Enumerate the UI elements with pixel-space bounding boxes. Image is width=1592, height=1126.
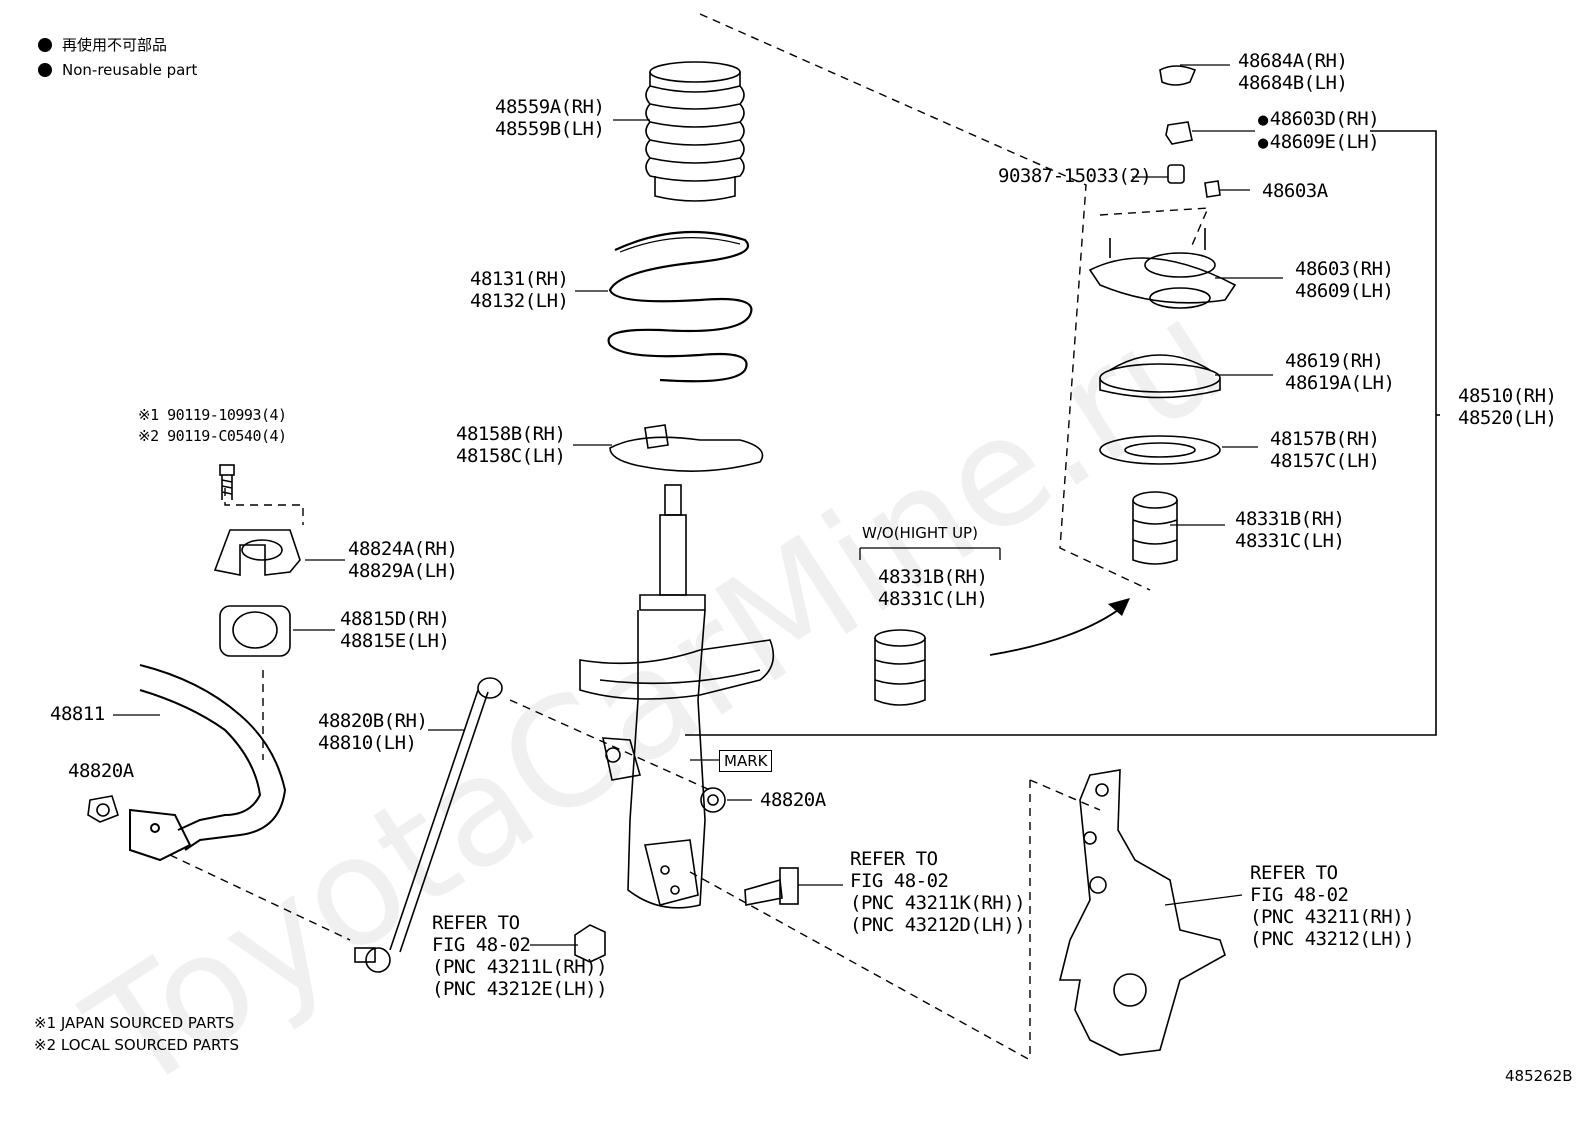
label-48820a-mid: 48820A	[760, 789, 826, 811]
bolt-90119	[219, 464, 235, 500]
strut	[579, 484, 775, 909]
bushing-48815	[219, 605, 291, 657]
stabilizer-bar	[129, 664, 287, 862]
legend-en: Non-reusable part	[38, 58, 197, 82]
figure-id: 485262B	[1505, 1067, 1573, 1085]
label-48158: 48158B(RH)48158C(LH)	[456, 423, 566, 467]
label-48619: 48619(RH)48619A(LH)	[1285, 350, 1395, 394]
leader-lines	[113, 64, 1283, 946]
bound-stopper-mid	[874, 629, 926, 706]
dashed-guides	[169, 13, 1210, 1061]
legend-jp: 再使用不可部品	[38, 33, 167, 57]
nut-48603a	[1204, 180, 1221, 198]
bearing-48157	[1099, 435, 1221, 465]
diagram-drawing	[87, 13, 1440, 1061]
label-48559: 48559A(RH)48559B(LH)	[495, 96, 605, 140]
label-48815: 48815D(RH)48815E(LH)	[340, 608, 450, 652]
label-48131: 48131(RH)48132(LH)	[470, 268, 569, 312]
nut-48603d	[1165, 121, 1193, 145]
dust-boot	[645, 61, 745, 202]
parts-diagram: ToyotaCarMine.ru	[0, 0, 1592, 1099]
bracket-48824	[213, 529, 301, 576]
label-48603a: 48603A	[1262, 180, 1328, 202]
coil-spring	[607, 230, 753, 383]
label-48157: 48157B(RH)48157C(LH)	[1270, 428, 1380, 472]
nut-48820a-mid	[700, 787, 726, 813]
strut-bolt	[744, 867, 799, 906]
cap-48684	[1159, 65, 1197, 86]
label-48603: 48603(RH)48609(LH)	[1295, 258, 1394, 302]
label-48824: 48824A(RH)48829A(LH)	[348, 538, 458, 582]
label-48331-right: 48331B(RH)48331C(LH)	[1235, 508, 1345, 552]
label-48331-mid: 48331B(RH)48331C(LH)	[878, 566, 988, 610]
label-48684: 48684A(RH)48684B(LH)	[1238, 50, 1348, 94]
support-48603	[1088, 228, 1237, 309]
stabilizer-link	[354, 677, 503, 973]
label-90387: 90387-15033(2)	[998, 165, 1152, 187]
footnote-1: ※1 JAPAN SOURCED PARTS	[34, 1014, 235, 1032]
bound-stopper-right	[1132, 491, 1178, 565]
nut-48820a-left	[87, 795, 119, 823]
label-48811: 48811	[50, 703, 105, 725]
arrow	[989, 604, 1126, 656]
seat-48619	[1099, 354, 1221, 399]
label-48820a-left: 48820A	[68, 760, 134, 782]
label-bolts-90119: ※1 90119-10993(4)※2 90119-C0540(4)	[138, 406, 287, 445]
steering-knuckle	[1058, 769, 1226, 1056]
label-48820b: 48820B(RH)48810(LH)	[318, 710, 428, 754]
mark-box: MARK	[719, 750, 773, 772]
footnote-2: ※2 LOCAL SOURCED PARTS	[34, 1036, 239, 1054]
strut-nut	[574, 924, 606, 963]
label-48510: 48510(RH)48520(LH)	[1458, 385, 1557, 429]
spring-seat	[609, 424, 764, 472]
assembly-bracket	[685, 130, 1437, 736]
collar-90387	[1167, 164, 1185, 184]
label-wo-hight-up: W/O(HIGHT UP)	[862, 524, 978, 542]
label-48603d: 48603D(RH)48609E(LH)	[1258, 108, 1380, 154]
